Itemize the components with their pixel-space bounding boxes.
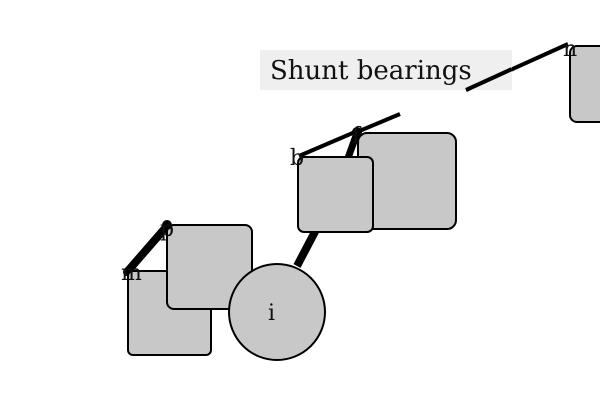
node-p xyxy=(166,224,253,310)
joint-p xyxy=(162,220,172,230)
edge-f-n-lower xyxy=(356,112,401,134)
joint-f xyxy=(352,127,362,137)
node-label-p: p xyxy=(160,217,174,242)
node-label-m: m xyxy=(121,261,142,286)
edge-m-p xyxy=(123,222,171,276)
title-edge-overlay xyxy=(465,67,513,92)
node-label-b: b xyxy=(290,146,304,171)
node-label-i: i xyxy=(268,301,275,326)
edge-b-f xyxy=(298,130,356,158)
node-label-f: f xyxy=(352,124,362,149)
node-b xyxy=(297,156,374,233)
diagram-title: Shunt bearings xyxy=(270,56,472,86)
node-label-n: n xyxy=(563,37,577,62)
node-n xyxy=(569,45,600,123)
title-box xyxy=(260,50,512,90)
node-i xyxy=(228,263,326,361)
edge-f-arrow xyxy=(344,131,361,160)
